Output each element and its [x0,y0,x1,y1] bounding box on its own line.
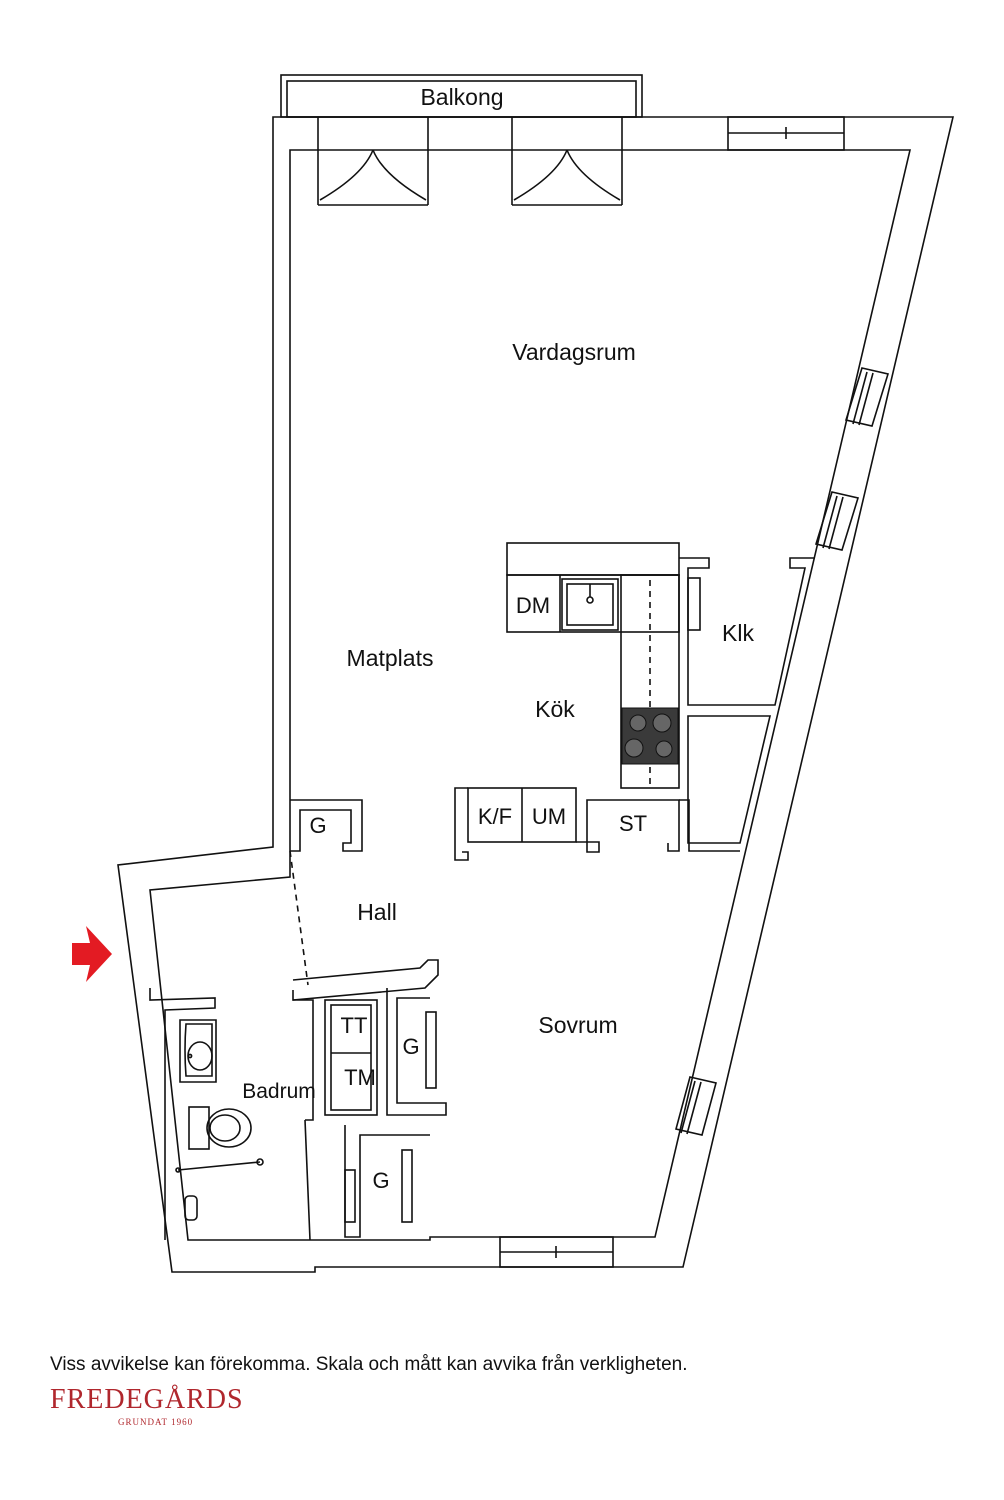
dryer-label: TT [341,1013,368,1038]
shower-icon [177,1161,261,1171]
kok-label: Kök [535,696,575,722]
window-right-2 [814,491,860,551]
balcony-door-left-swing [319,149,374,201]
brand-logo: FREDEGÅRDS GRUNDAT 1960 [50,1384,244,1428]
hall-sovrum-wall [292,959,439,1001]
sink-icon [586,596,594,604]
stove-icon [621,707,679,765]
bathroom-wall [149,988,216,1240]
sovrum-closet-upper-label: G [402,1034,419,1059]
dishwasher-label: DM [516,593,550,618]
fridge-freezer-label: K/F [478,804,512,829]
outer-wall [117,116,955,1273]
window-right-3 [675,1076,717,1136]
kitchen-counter-side [620,574,680,789]
storage-label: ST [619,811,647,836]
balcony-door-right-swing [513,149,568,201]
klk-label: Klk [722,620,754,646]
inner-wall [149,149,912,1241]
floor-plan: Balkong Vardagsrum Matplats Kök Klk Hall… [72,74,955,1273]
hall-closet-wall [290,799,363,852]
balkong-label: Balkong [420,84,503,110]
window-right-1 [844,367,890,427]
matplats-label: Matplats [347,645,434,671]
klk-wall [679,557,815,706]
toilet-icon [188,1106,210,1150]
kitchen-counter-top [506,542,680,576]
brand-tagline: GRUNDAT 1960 [118,1417,194,1427]
sovrum-closet-upper [386,988,447,1116]
disclaimer-text: Viss avvikelse kan förekomma. Skala och … [50,1354,688,1375]
oven-label: UM [532,804,566,829]
washer-dryer-stack [324,999,378,1116]
hall-closet-label: G [309,813,326,838]
entrance-arrow-icon [72,926,112,982]
sovrum-label: Sovrum [538,1012,617,1038]
sovrum-closet-lower-label: G [372,1168,389,1193]
hall-label: Hall [357,899,397,925]
badrum-label: Badrum [242,1080,316,1103]
vardagsrum-label: Vardagsrum [512,339,636,365]
washer-label: TM [344,1065,376,1090]
brand-name: FREDEGÅRDS [50,1384,244,1415]
washbasin-icon [179,1019,217,1083]
